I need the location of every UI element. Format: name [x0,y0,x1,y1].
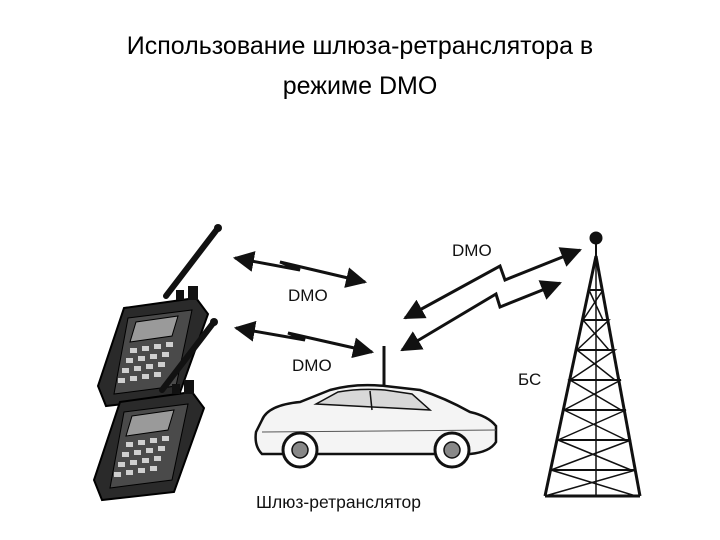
lightning-arrow-icon [233,320,375,359]
dmo-label-bottom: DMO [292,356,332,375]
dmo-label-top: DMO [452,241,492,260]
base-station-label: БС [518,370,541,389]
slide-title-line1: Использование шлюза-ретранслятора в [126,32,594,60]
lightning-arrow-icon [400,280,562,352]
radio-handset-icon [98,224,222,406]
gateway-label: Шлюз-ретранслятор [256,492,421,512]
slide-title: Использование шлюза-ретранслятора в режи… [40,26,680,106]
tower-icon [543,231,642,498]
slide-title-line2: режиме DMO [282,72,438,100]
dmo-label-middle: DMO [288,286,328,305]
lightning-arrow-icon [232,251,368,288]
car-icon [254,346,498,469]
